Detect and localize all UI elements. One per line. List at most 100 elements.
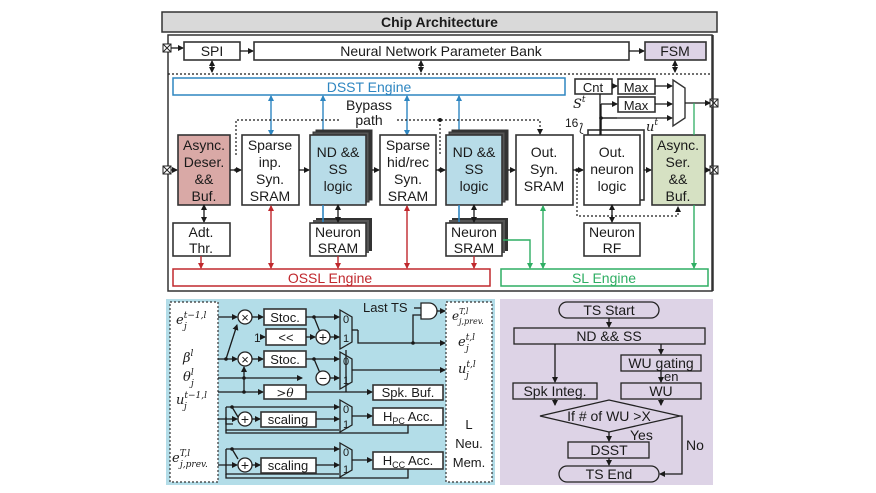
title-bar [161,11,718,33]
svg-text:0: 0 [343,447,349,459]
bus-width-mark: ⟅ [579,121,584,135]
io-pad-right-mid [709,165,719,175]
flow-no-label: No [686,437,704,453]
ser-line-3: && [669,171,688,187]
bypass-label-2: path [355,112,382,128]
input-register [169,301,219,483]
mux-1: 0 1 [339,308,353,351]
st-label: St [573,95,586,112]
nd-ss-logic-2 [445,129,509,206]
stoc-2-label: Stoc. [270,352,300,367]
out-neuron-logic [583,134,641,206]
param-bank-label: Neural Network Parameter Bank [340,43,543,59]
mem-line-3: Mem. [453,455,486,470]
svg-text:+: + [241,457,249,473]
io-pad-left-top [162,43,172,53]
neuron-sram-2-line-1: Neuron [451,224,497,240]
svg-text:0: 0 [343,404,349,416]
deser-line-4: Buf. [192,188,217,204]
neuron-rf-line-2: RF [603,240,622,256]
sparse-inp-line-2: inp. [259,154,282,170]
io-pad-right-top [709,98,719,108]
fsm-label: FSM [660,43,690,59]
adt-thr-line-2: Thr. [189,240,213,256]
mux-4: 0 1 [339,441,353,479]
sparse-inp-line-3: Syn. [256,171,284,187]
nd-ss-logic-1 [309,129,373,206]
svg-text:0: 0 [343,314,349,326]
deser-line-2: Deser. [184,154,224,170]
ossl-engine [172,268,491,287]
sparse-hid-line-3: Syn. [394,171,422,187]
adder-1: + [315,329,331,345]
ser-line-2: Ser. [666,154,691,170]
last-ts-label: Last TS [363,300,408,315]
out-syn-sram [515,134,574,206]
flow-en-label: en [664,369,678,384]
bypass-label-1: Bypass [346,97,392,113]
sl-engine [500,268,709,287]
flow-wu-gating-label: WU gating [628,355,693,371]
out-neuron-line-3: logic [598,178,627,194]
neuron-rf-block [583,222,641,257]
max-2-label: Max [624,98,649,113]
output-mux [672,78,686,128]
out-syn-line-1: Out. [531,144,557,160]
sl-engine-label: SL Engine [572,270,636,286]
adt-thr-line-1: Adt. [189,224,214,240]
svg-text:1: 1 [343,419,349,431]
nd-ss-1-line-3: logic [324,178,353,194]
neuron-sram-1-line-1: Neuron [315,224,361,240]
scaling-2-label: scaling [268,458,308,473]
io-pad-left-mid [162,165,172,175]
svg-text:−: − [319,370,327,386]
svg-text:+: + [241,411,249,427]
sparse-inp-line-1: Sparse [248,137,293,153]
sparse-hid-line-4: SRAM [388,188,428,204]
spk-buf-label: Spk. Buf. [382,385,435,400]
neuron-memory [445,301,493,483]
spk-buf-block [372,384,444,401]
max-1-label: Max [624,80,649,95]
flow-yes-label: Yes [630,427,653,443]
hpc-acc-label: HPC Acc. [383,409,433,426]
flow-ts-end [558,465,660,483]
deser-line-1: Async. [183,137,225,153]
dsst-engine [172,77,566,96]
multiplier-1: × [237,309,253,325]
mux-3: 0 1 [339,398,353,434]
multiplier-2: × [237,351,253,367]
threshold-compare-label: >θ [276,386,294,400]
svg-text:×: × [241,310,249,325]
flow-nd-ss [513,327,706,345]
chip-frame [167,34,713,292]
svg-text:×: × [241,352,249,367]
svg-text:+: + [319,329,327,345]
flow-nd-ss-label: ND && SS [576,328,641,344]
adder-3: + [237,457,253,473]
ser-line-1: Async. [657,137,699,153]
flow-ts-end-label: TS End [586,466,633,482]
and-gate [420,302,438,320]
nd-ss-1-line-2: SS [329,161,348,177]
shift-label: << [278,330,293,345]
out-syn-line-2: Syn. [530,161,558,177]
out-syn-line-3: SRAM [524,178,564,194]
ossl-engine-label: OSSL Engine [288,270,373,286]
nd-ss-1-line-1: ND && [317,144,360,160]
nd-ss-2-line-3: logic [460,178,489,194]
svg-text:1: 1 [343,333,349,345]
deser-line-3: && [195,171,214,187]
svg-text:1: 1 [343,464,349,476]
scaling-1-label: scaling [268,412,308,427]
flow-ts-start-label: TS Start [583,302,634,318]
adt-thr-block [172,222,231,257]
out-neuron-line-1: Out. [599,144,625,160]
sparse-inp-line-4: SRAM [250,188,290,204]
